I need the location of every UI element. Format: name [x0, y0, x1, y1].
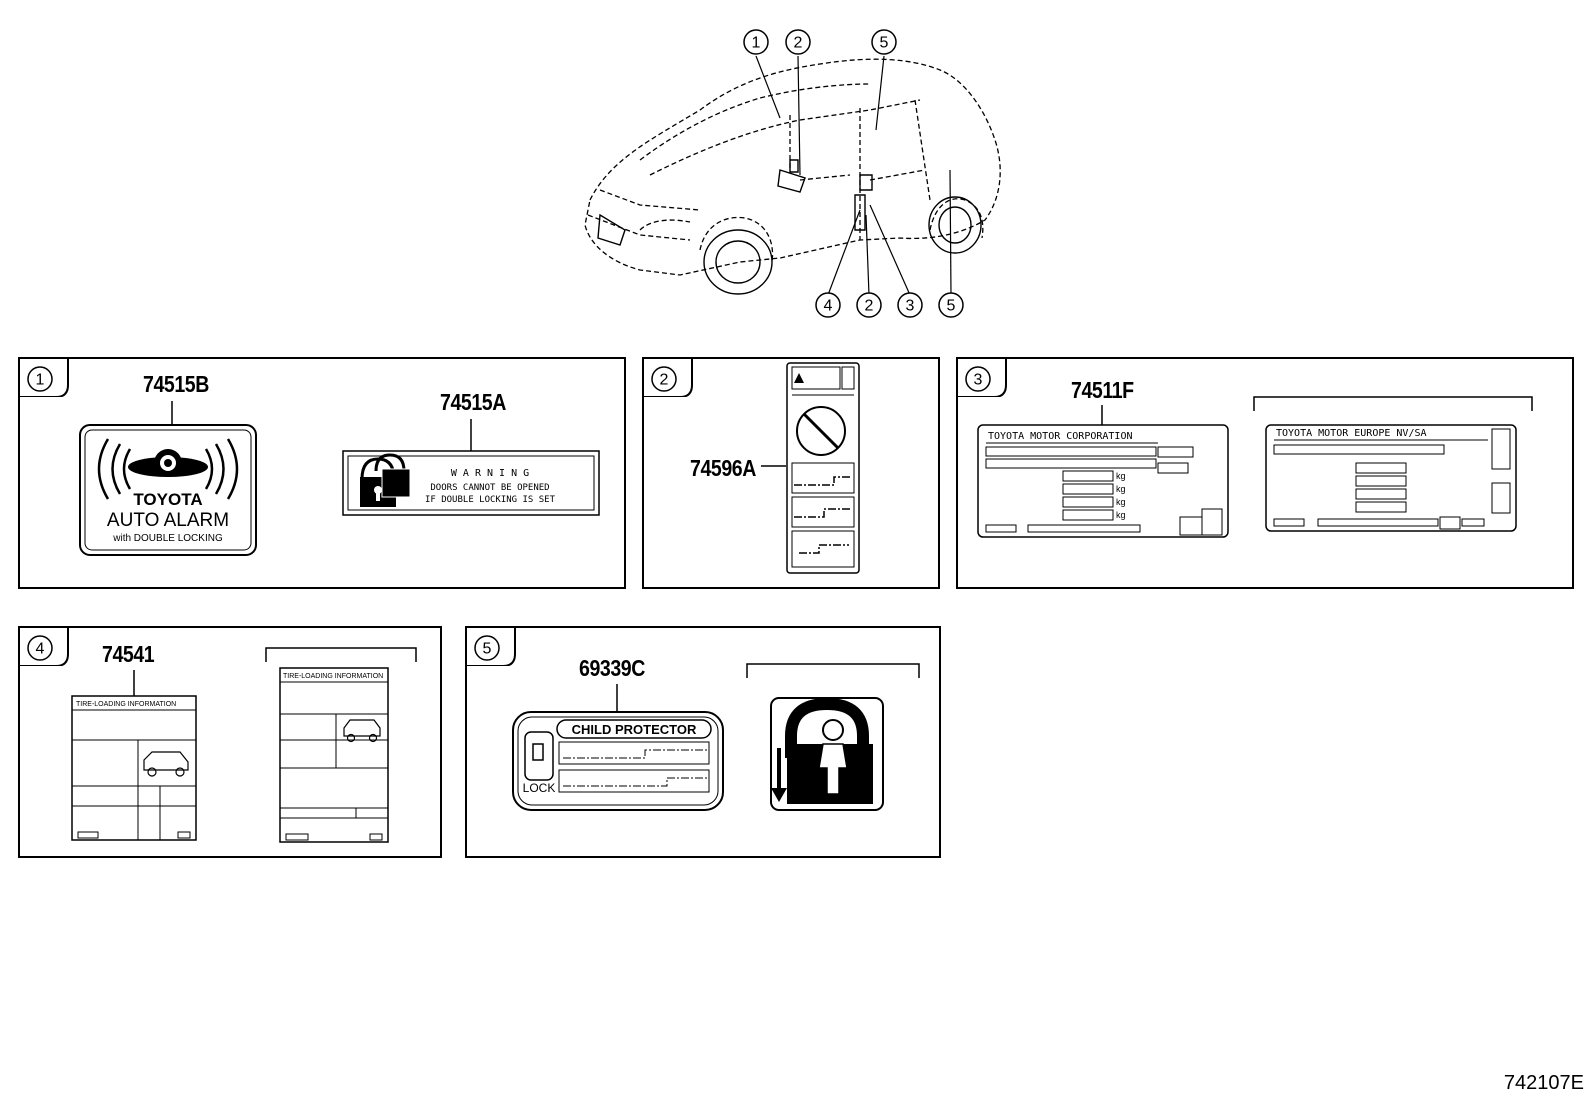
- panel-4-art: TIRE-LOADING INFORMATION TIRE-LOADING IN…: [71, 647, 417, 843]
- warning-line1: DOORS CANNOT BE OPENED: [430, 483, 549, 493]
- svg-text:2: 2: [660, 372, 669, 389]
- plate-tmc-title: TOYOTA MOTOR CORPORATION: [988, 431, 1133, 442]
- kg-1: kg: [1116, 471, 1126, 481]
- callout-5-bottom: [938, 292, 964, 318]
- callout-3-bottom-label: 3: [906, 298, 915, 315]
- part-number-74511F: 74511F: [1071, 377, 1134, 403]
- child-protector-title: CHILD PROTECTOR: [572, 722, 697, 737]
- part-number-69339C: 69339C: [579, 655, 645, 681]
- panel-1: 1 74515B 74515A TOYOTA AUTO ALARM with D…: [18, 357, 626, 589]
- callout-5-top: [871, 29, 897, 55]
- panel-3-art: TOYOTA MOTOR CORPORATION kg kg kg kg TOY…: [977, 396, 1533, 538]
- kg-4: kg: [1116, 510, 1126, 520]
- warning-line2: IF DOUBLE LOCKING IS SET: [425, 495, 556, 505]
- part-number-74541: 74541: [102, 641, 155, 667]
- panel-5-art: CHILD PROTECTOR LOCK: [512, 663, 920, 811]
- callout-2-bottom-label: 2: [865, 298, 874, 315]
- lock-text: LOCK: [523, 781, 556, 795]
- callout-1-top-label: 1: [752, 35, 761, 52]
- panel-4: 4 74541 TIRE-LOADING INFORMATION TIRE-LO…: [18, 626, 442, 858]
- figure-code: 742107E: [1503, 1072, 1584, 1094]
- callout-3-bottom: [897, 292, 923, 318]
- panel-3: 3 74511F TOYOTA MOTOR CORPORATION kg kg …: [956, 357, 1574, 589]
- panel-2: 2 74596A: [642, 357, 940, 589]
- tire-info-b: TIRE-LOADING INFORMATION: [283, 673, 383, 680]
- car-illustration: 1 2 5 4 2 3 5: [584, 29, 1001, 318]
- panel-2-art: [761, 362, 860, 574]
- svg-text:3: 3: [974, 372, 983, 389]
- callout-1-top: [743, 29, 769, 55]
- part-number-74515A: 74515A: [440, 389, 506, 415]
- callout-5-top-label: 5: [880, 35, 889, 52]
- kg-2: kg: [1116, 484, 1126, 494]
- callout-2-top: [785, 29, 811, 55]
- kg-3: kg: [1116, 497, 1126, 507]
- plate-tme-title: TOYOTA MOTOR EUROPE NV/SA: [1276, 428, 1427, 439]
- panel-5: 5 69339C CHILD PROTECTOR LOCK: [465, 626, 941, 858]
- callout-2-top-label: 2: [794, 35, 803, 52]
- alarm-label-line2: AUTO ALARM: [107, 510, 229, 531]
- part-number-74596A: 74596A: [690, 455, 756, 481]
- panel-1-art: TOYOTA AUTO ALARM with DOUBLE LOCKING W …: [79, 401, 600, 556]
- alarm-label-line3: with DOUBLE LOCKING: [112, 533, 223, 544]
- part-number-74515B: 74515B: [143, 371, 209, 397]
- warning-title: W A R N I N G: [451, 468, 529, 479]
- svg-text:4: 4: [36, 641, 45, 658]
- tire-info-a: TIRE-LOADING INFORMATION: [76, 701, 176, 708]
- alarm-label-line1: TOYOTA: [133, 490, 202, 509]
- svg-text:1: 1: [36, 372, 45, 389]
- callout-4-bottom: [815, 292, 841, 318]
- callout-4-bottom-label: 4: [824, 298, 833, 315]
- svg-text:5: 5: [483, 641, 492, 658]
- callout-5-bottom-label: 5: [947, 298, 956, 315]
- callout-2-bottom: [856, 292, 882, 318]
